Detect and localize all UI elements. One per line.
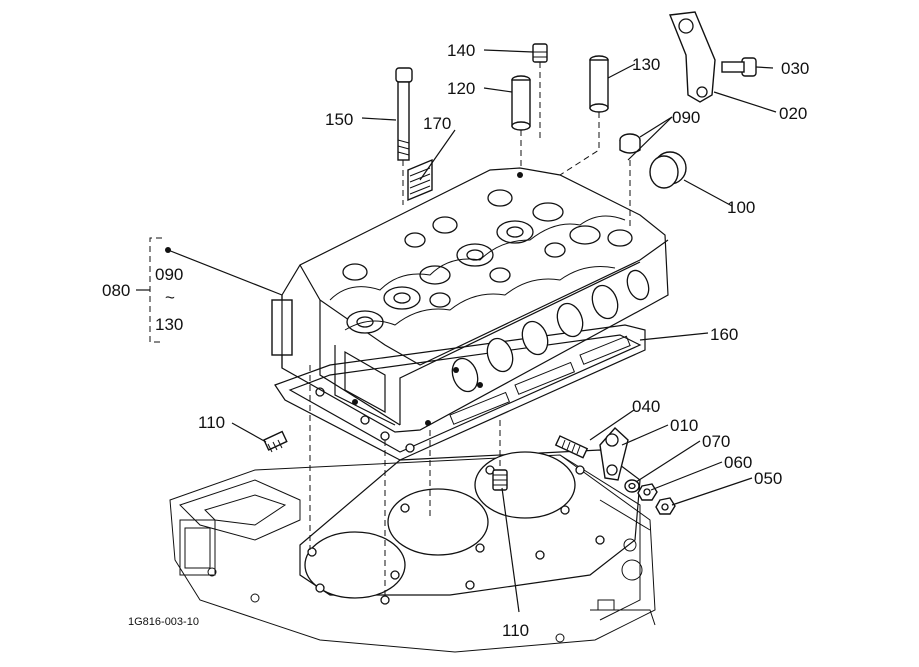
label-120: 120 bbox=[447, 79, 475, 98]
label-160: 160 bbox=[710, 325, 738, 344]
plug-disc-100 bbox=[649, 151, 687, 189]
label-100: 100 bbox=[727, 198, 755, 217]
cylinder-head bbox=[271, 167, 669, 433]
block-deck bbox=[299, 449, 641, 605]
washer-070 bbox=[624, 479, 640, 493]
valve-guide-120 bbox=[511, 75, 531, 131]
label-070: 070 bbox=[702, 432, 730, 451]
label-130: 130 bbox=[632, 55, 660, 74]
label-140: 140 bbox=[447, 41, 475, 60]
plug-140 bbox=[532, 43, 548, 63]
label-040: 040 bbox=[632, 397, 660, 416]
engine-block bbox=[169, 454, 656, 653]
group-bracket-080 bbox=[136, 237, 162, 343]
nut-060 bbox=[637, 483, 658, 501]
nut-050 bbox=[655, 497, 676, 515]
label-group-tilde: ~ bbox=[165, 288, 175, 307]
drawing-code: 1G816-003-10 bbox=[128, 616, 199, 628]
label-030: 030 bbox=[781, 59, 809, 78]
label-060: 060 bbox=[724, 453, 752, 472]
label-group-end: 130 bbox=[155, 315, 183, 334]
label-050: 050 bbox=[754, 469, 782, 488]
label-020: 020 bbox=[779, 104, 807, 123]
label-170: 170 bbox=[423, 114, 451, 133]
leader-lines bbox=[165, 49, 777, 613]
head-bolt-150 bbox=[395, 67, 413, 161]
stud-040 bbox=[554, 435, 589, 459]
label-010: 010 bbox=[670, 416, 698, 435]
label-group-start: 090 bbox=[155, 265, 183, 284]
bolt-030 bbox=[721, 57, 757, 77]
hanger-plate-010 bbox=[599, 427, 629, 481]
valve-guide-130 bbox=[589, 55, 609, 113]
callout-labels: 150 170 140 120 130 030 020 090 100 080 … bbox=[102, 41, 809, 640]
label-110-bottom: 110 bbox=[502, 621, 529, 640]
hanger-bracket-020 bbox=[669, 11, 716, 103]
label-080: 080 bbox=[102, 281, 130, 300]
label-150: 150 bbox=[325, 110, 353, 129]
stud-110-right bbox=[492, 469, 508, 491]
seal-090 bbox=[619, 133, 641, 154]
stud-110-left bbox=[263, 430, 288, 453]
label-090: 090 bbox=[672, 108, 700, 127]
label-110-left: 110 bbox=[198, 413, 225, 432]
